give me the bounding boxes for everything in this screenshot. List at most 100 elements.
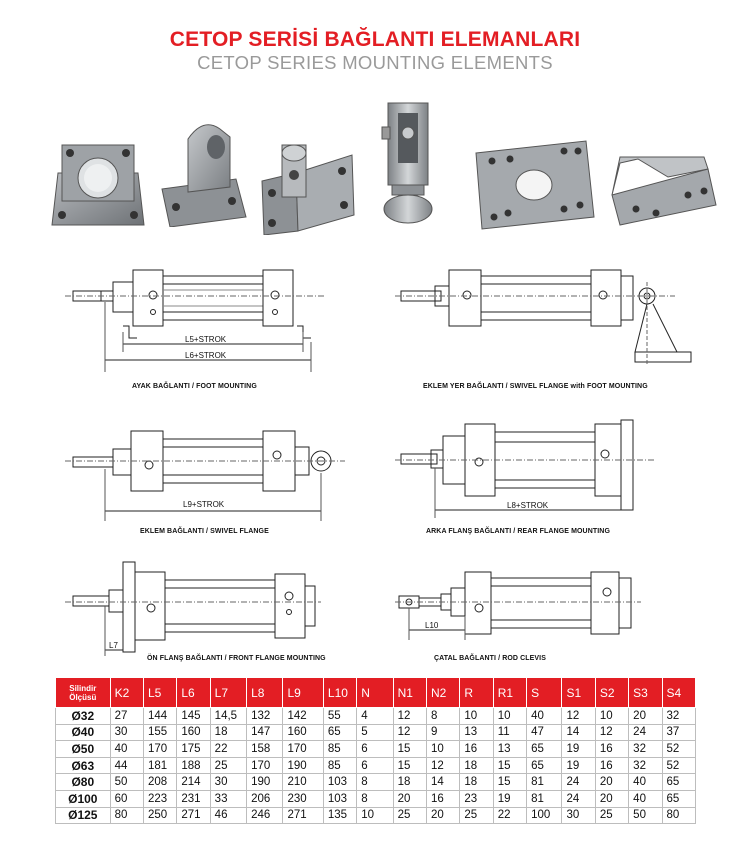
table-cell: 8 <box>356 789 394 808</box>
table-cell: 142 <box>282 707 324 725</box>
table-cell: 223 <box>142 789 178 808</box>
table-cell: 10 <box>425 740 461 758</box>
table-cell: 250 <box>142 806 178 825</box>
table-cell: 14 <box>425 773 461 791</box>
table-cell: 14 <box>561 723 596 742</box>
cylinder-size-cell: Ø100 <box>55 789 111 808</box>
table-cell: 22 <box>209 740 248 758</box>
table-cell: 12 <box>561 707 596 725</box>
table-cell: 155 <box>142 723 178 742</box>
rod-clevis-part-image <box>381 102 433 224</box>
table-cell: 20 <box>628 707 663 725</box>
table-cell: 23 <box>459 789 494 808</box>
table-cell: 14,5 <box>209 707 248 725</box>
table-cell: 80 <box>109 806 144 825</box>
table-cell: 10 <box>492 707 528 725</box>
table-cell: 25 <box>594 806 630 825</box>
table-cell: 147 <box>246 723 284 742</box>
table-cell: 170 <box>142 740 178 758</box>
table-cell: 20 <box>425 806 461 825</box>
table-cell: 32 <box>628 740 663 758</box>
table-cell: 16 <box>425 789 461 808</box>
col-header: K2 <box>109 677 144 708</box>
table-cell: 16 <box>594 740 630 758</box>
rear-dim-l8: L8+STROK <box>507 501 549 510</box>
table-cell: 60 <box>109 789 144 808</box>
table-cell: 5 <box>356 723 394 742</box>
col-header: S3 <box>628 677 663 708</box>
table-cell: 145 <box>176 707 211 725</box>
table-cell: 55 <box>322 707 358 725</box>
table-cell: 15 <box>392 740 428 758</box>
foot-dim-l6: L6+STROK <box>185 351 227 360</box>
foot-mounting-caption: AYAK BAĞLANTI / FOOT MOUNTING <box>132 383 257 390</box>
product-photos <box>40 95 720 245</box>
foot-mounting-drawing: L5+STROK L6+STROK <box>65 269 325 372</box>
table-cell: 50 <box>109 773 144 791</box>
cylinder-size-cell: Ø50 <box>55 740 111 758</box>
table-cell: 85 <box>322 756 358 775</box>
table-cell: 20 <box>392 789 428 808</box>
table-cell: 170 <box>246 756 284 775</box>
flange-plate-part-image <box>475 140 595 230</box>
table-cell: 135 <box>322 806 358 825</box>
table-cell: 230 <box>282 789 324 808</box>
table-cell: 271 <box>176 806 211 825</box>
table-cell: 80 <box>661 806 697 825</box>
swivel-flange-part-image <box>161 124 247 227</box>
table-cell: 27 <box>109 707 144 725</box>
table-cell: 19 <box>492 789 528 808</box>
table-cell: 46 <box>209 806 248 825</box>
col-header: S2 <box>594 677 630 708</box>
col-header: R <box>459 677 494 708</box>
table-cell: 44 <box>109 756 144 775</box>
col-header: N2 <box>425 677 461 708</box>
table-cell: 25 <box>209 756 248 775</box>
table-cell: 52 <box>661 740 697 758</box>
table-cell: 6 <box>356 740 394 758</box>
rear-flange-caption: ARKA FLANŞ BAĞLANTI / REAR FLANGE MOUNTI… <box>426 528 610 535</box>
table-cell: 22 <box>492 806 528 825</box>
table-cell: 25 <box>392 806 428 825</box>
rear-flange-drawing: L8+STROK <box>395 419 655 518</box>
page-title-en: CETOP SERIES MOUNTING ELEMENTS <box>197 52 553 73</box>
table-cell: 32 <box>661 707 697 725</box>
cylinder-size-cell: Ø125 <box>55 806 111 825</box>
table-cell: 65 <box>526 756 563 775</box>
swivel-dim-l9: L9+STROK <box>183 500 225 509</box>
table-cell: 24 <box>561 773 596 791</box>
table-cell: 160 <box>176 723 211 742</box>
table-cell: 160 <box>282 723 324 742</box>
col-header: R1 <box>492 677 528 708</box>
table-cell: 188 <box>176 756 211 775</box>
rod-clevis-caption: ÇATAL BAĞLANTI / ROD CLEVIS <box>434 655 546 662</box>
table-cell: 20 <box>594 773 630 791</box>
swivel-foot-caption: EKLEM YER BAĞLANTI / SWIVEL FLANGE with … <box>423 383 648 390</box>
table-cell: 30 <box>561 806 596 825</box>
table-cell: 100 <box>526 806 563 825</box>
angle-bracket-part-image <box>611 156 717 226</box>
swivel-flange-caption: EKLEM BAĞLANTI / SWIVEL FLANGE <box>140 528 269 535</box>
swivel-foot-drawing <box>395 269 692 366</box>
table-cell: 8 <box>425 707 461 725</box>
table-cell: 9 <box>425 723 461 742</box>
col-header: L10 <box>322 677 358 708</box>
col-header: N <box>356 677 394 708</box>
table-cell: 85 <box>322 740 358 758</box>
cylinder-size-cell: Ø40 <box>55 723 111 742</box>
table-cell: 271 <box>282 806 324 825</box>
col-header: L8 <box>246 677 284 708</box>
front-dim-l7: L7 <box>109 641 118 650</box>
col-header: L6 <box>176 677 211 708</box>
table-cell: 12 <box>392 707 428 725</box>
table-cell: 132 <box>246 707 284 725</box>
table-cell: 24 <box>561 789 596 808</box>
table-cell: 18 <box>459 773 494 791</box>
table-cell: 10 <box>594 707 630 725</box>
table-cell: 30 <box>209 773 248 791</box>
